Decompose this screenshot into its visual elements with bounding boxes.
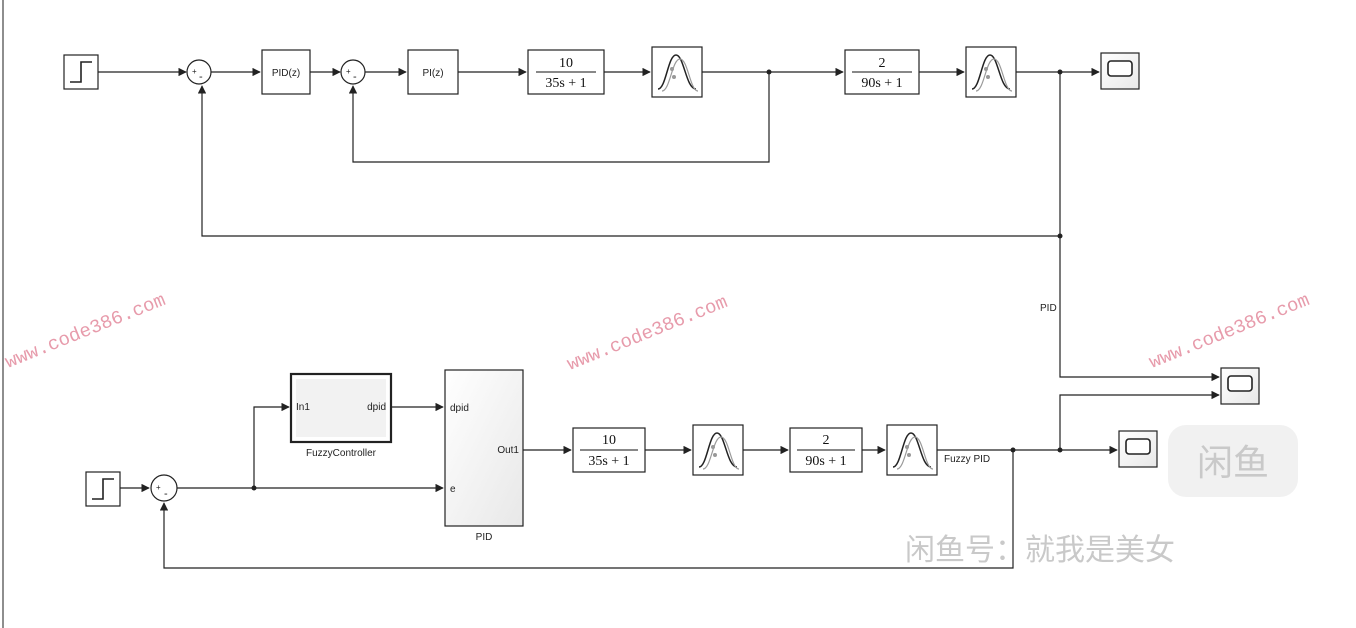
fuzzy-pid-signal-label: Fuzzy PID xyxy=(944,454,990,465)
top-step-block[interactable] xyxy=(63,54,99,90)
bottom-saturation-1[interactable] xyxy=(692,424,744,476)
top-pid-z-block[interactable]: PID(z) xyxy=(261,49,311,95)
xianyu-logo: 闲鱼 xyxy=(1168,425,1298,497)
svg-text:+: + xyxy=(346,67,351,76)
bottom-sum[interactable]: + - xyxy=(150,474,178,502)
svg-text:-: - xyxy=(353,71,357,83)
fuzzy-controller-label: FuzzyController xyxy=(306,448,377,459)
pid-subsystem-block[interactable]: dpid e Out1 xyxy=(444,369,524,527)
bottom-scope[interactable] xyxy=(1118,430,1158,468)
bottom-tf1-num: 10 xyxy=(602,433,616,448)
bottom-transfer-fcn-2[interactable]: 2 90s + 1 xyxy=(789,427,863,473)
svg-text:-: - xyxy=(164,488,168,500)
bottom-step-block[interactable] xyxy=(85,471,121,507)
watermark-code386-right: www.code386.com xyxy=(1146,289,1313,373)
top-tf2-den: 90s + 1 xyxy=(861,76,902,91)
top-saturation-2[interactable] xyxy=(965,46,1017,98)
watermark-code386-center: www.code386.com xyxy=(564,291,731,375)
svg-text:+: + xyxy=(192,67,197,76)
pid-subsystem-label: PID xyxy=(476,532,493,543)
bottom-tf2-den: 90s + 1 xyxy=(805,454,846,469)
pid-in-dpid-port: dpid xyxy=(450,403,469,414)
pid-in-e-port: e xyxy=(450,484,456,495)
top-tf1-num: 10 xyxy=(559,56,573,71)
fuzzy-in-port: In1 xyxy=(296,402,310,413)
bottom-transfer-fcn-1[interactable]: 10 35s + 1 xyxy=(572,427,646,473)
top-tf1-den: 35s + 1 xyxy=(545,76,586,91)
top-pi-z-label: PI(z) xyxy=(422,68,443,79)
top-transfer-fcn-2[interactable]: 2 90s + 1 xyxy=(844,49,920,95)
xianyu-logo-text: 闲鱼 xyxy=(1197,443,1269,484)
top-transfer-fcn-1[interactable]: 10 35s + 1 xyxy=(527,49,605,95)
top-pi-z-block[interactable]: PI(z) xyxy=(407,49,459,95)
watermark-xianyu-account: 闲鱼号：就我是美女 xyxy=(905,533,1175,568)
watermark-code386-left: www.code386.com xyxy=(2,289,169,373)
pid-out-port: Out1 xyxy=(497,445,519,456)
bottom-saturation-2[interactable] xyxy=(886,424,938,476)
top-pid-z-label: PID(z) xyxy=(272,68,300,79)
bottom-tf2-num: 2 xyxy=(823,433,830,448)
top-sum-outer[interactable]: + - xyxy=(186,59,212,85)
top-scope[interactable] xyxy=(1100,52,1140,90)
top-sum-inner[interactable]: + - xyxy=(340,59,366,85)
pid-signal-label: PID xyxy=(1040,303,1057,314)
svg-text:+: + xyxy=(156,483,161,492)
compare-scope[interactable] xyxy=(1220,367,1260,405)
fuzzy-out-port: dpid xyxy=(367,402,386,413)
top-saturation-1[interactable] xyxy=(651,46,703,98)
svg-text:-: - xyxy=(199,71,203,83)
fuzzy-controller-block[interactable]: In1 dpid xyxy=(289,372,393,444)
bottom-tf1-den: 35s + 1 xyxy=(588,454,629,469)
top-tf2-num: 2 xyxy=(879,56,886,71)
